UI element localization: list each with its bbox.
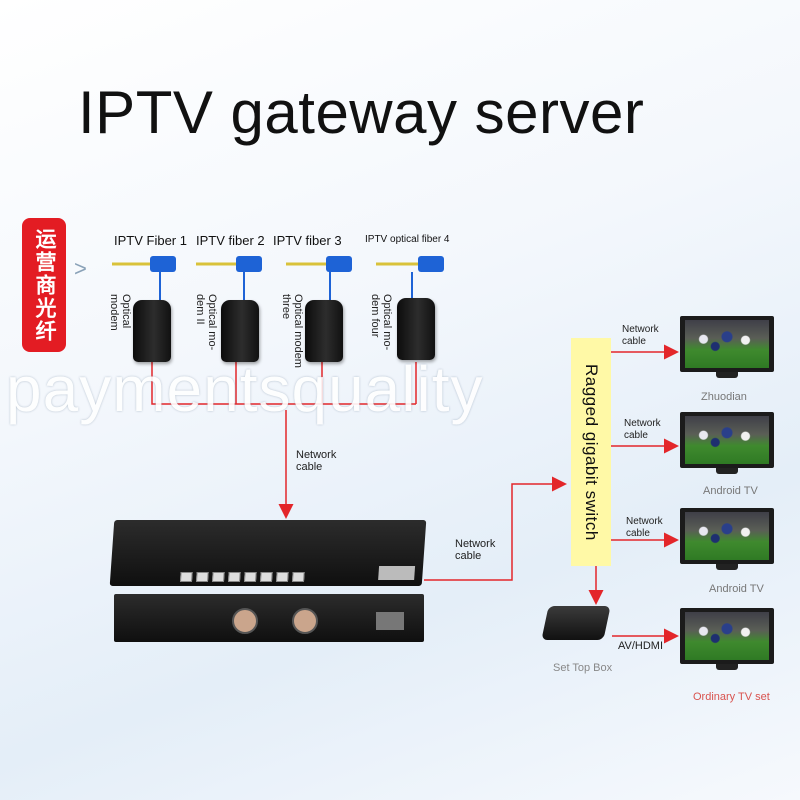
- network-cable-label-3: Network cable: [622, 324, 659, 347]
- lan-port: [259, 572, 273, 582]
- network-cable-label-4: Network cable: [624, 418, 661, 441]
- modem-bus-lines: [151, 362, 417, 405]
- power-socket: [376, 612, 404, 630]
- tv-label-3: Android TV: [709, 583, 764, 595]
- fiber-label-1: IPTV Fiber 1: [114, 233, 187, 248]
- optical-modem-4: [397, 298, 435, 360]
- optical-modem-2: [221, 300, 259, 362]
- watermark-text: paymentsquality: [6, 353, 484, 425]
- arrow-to-switch: [424, 476, 567, 581]
- fiber-label-3: IPTV fiber 3: [273, 233, 342, 248]
- modem-label-2: Optical mo-dem II: [194, 294, 218, 351]
- modem-label-4: Optical mo-dem four: [369, 294, 393, 351]
- network-cable-label-2: Network cable: [455, 538, 496, 562]
- fiber-connector-4: [376, 256, 444, 300]
- set-top-box-label: Set Top Box: [553, 662, 613, 674]
- operator-fiber-badge: 运营商光纤: [22, 218, 66, 352]
- fan-icon: [292, 608, 318, 634]
- fan-icon: [232, 608, 258, 634]
- lan-port: [211, 572, 225, 582]
- tv-2: [680, 412, 774, 474]
- tv-label-2: Android TV: [703, 485, 758, 497]
- lan-port: [195, 572, 209, 582]
- optical-modem-3: [305, 300, 343, 362]
- chevron-right-icon: >: [74, 256, 87, 281]
- tv-1: [680, 316, 774, 378]
- switch-label: Ragged gigabit switch: [582, 363, 601, 541]
- page-title: IPTV gateway server: [78, 79, 645, 146]
- lan-port: [291, 572, 305, 582]
- gigabit-switch: Ragged gigabit switch: [571, 338, 611, 566]
- modem-label-3: Optical modem three: [280, 294, 304, 368]
- lan-port: [227, 572, 241, 582]
- set-top-box: [541, 606, 611, 640]
- fiber-connector-3: [286, 256, 352, 300]
- optical-modem-1: [133, 300, 171, 362]
- fiber-label-2: IPTV fiber 2: [196, 233, 265, 248]
- gateway-server-front: [109, 520, 427, 586]
- tv-3: [680, 508, 774, 570]
- tv-label-4: Ordinary TV set: [693, 691, 770, 703]
- server-label-plate: [378, 566, 416, 580]
- lan-port: [179, 572, 193, 582]
- av-hdmi-label: AV/HDMI: [618, 640, 664, 652]
- fiber-connector-2: [196, 256, 262, 300]
- lan-port: [243, 572, 257, 582]
- lan-port: [275, 572, 289, 582]
- modem-label-1: Optical modem: [108, 294, 132, 331]
- fiber-label-4: IPTV optical fiber 4: [365, 234, 450, 245]
- tv-label-1: Zhuodian: [701, 391, 747, 403]
- network-cable-label-1: Network cable: [296, 449, 337, 473]
- gateway-server-back: [114, 594, 424, 642]
- tv-4: [680, 608, 774, 670]
- network-cable-label-5: Network cable: [626, 516, 663, 539]
